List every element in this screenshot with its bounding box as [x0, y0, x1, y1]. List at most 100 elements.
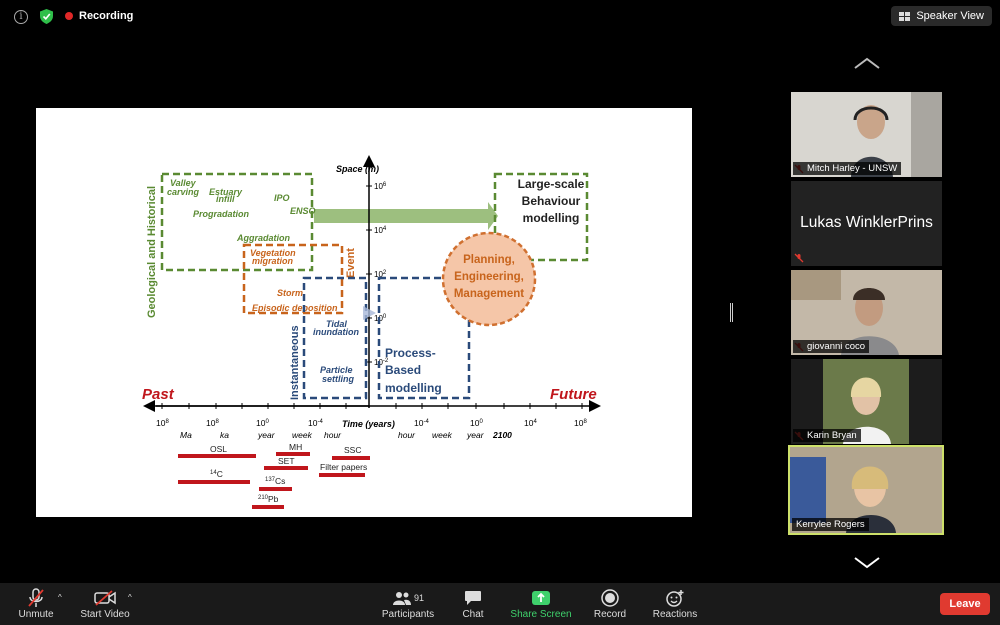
svg-text:Aggradation: Aggradation	[236, 233, 291, 243]
shield-icon[interactable]	[40, 9, 53, 24]
process-based-text: Process- Based modelling	[385, 346, 442, 395]
mic-muted-icon	[28, 588, 44, 607]
svg-text:Filter papers: Filter papers	[320, 462, 367, 472]
svg-text:Storm: Storm	[277, 288, 303, 298]
chat-label: Chat	[462, 609, 484, 620]
svg-text:week: week	[292, 430, 313, 440]
participant-name: Mitch Harley - UNSW	[793, 162, 902, 175]
geological-title: Geological and Historical	[146, 186, 158, 318]
share-screen-button[interactable]: Share Screen	[510, 587, 572, 620]
large-scale-box	[493, 172, 589, 262]
svg-text:Based: Based	[385, 363, 421, 377]
split-view-handle[interactable]	[730, 303, 733, 322]
svg-text:106: 106	[374, 182, 387, 191]
recording-indicator[interactable]: Recording	[65, 10, 133, 22]
svg-text:ka: ka	[220, 430, 229, 440]
info-icon[interactable]: i	[14, 10, 28, 24]
meeting-toolbar: Unmute ^ Start Video ^ 91 Participants C…	[0, 583, 1000, 625]
svg-text:104: 104	[374, 226, 387, 235]
reactions-button[interactable]: Reactions	[652, 587, 698, 620]
svg-text:Tidal: Tidal	[326, 319, 347, 329]
svg-text:carving: carving	[167, 187, 200, 197]
participant-tile[interactable]: Karin Bryan	[791, 359, 942, 444]
leave-button[interactable]: Leave	[940, 593, 990, 615]
svg-text:Progradation: Progradation	[193, 209, 250, 219]
start-video-label: Start Video	[80, 609, 130, 620]
planning-text: Planning, Engineering, Management	[454, 254, 524, 300]
participant-tile[interactable]: Lukas WinklerPrins	[791, 181, 942, 266]
unmute-label: Unmute	[18, 609, 54, 620]
method-labels: OSL 14C MH SET 137Cs 210Pb SSC Filter pa…	[210, 442, 367, 504]
record-label: Record	[593, 609, 627, 620]
svg-text:108: 108	[574, 418, 587, 428]
participants-label: Participants	[381, 609, 435, 620]
svg-text:settling: settling	[322, 374, 355, 384]
svg-text:Episodic deposition: Episodic deposition	[252, 303, 338, 313]
svg-text:Estuary: Estuary	[209, 187, 243, 197]
svg-text:OSL: OSL	[210, 444, 227, 454]
svg-text:IPO: IPO	[274, 193, 290, 203]
svg-text:hour: hour	[324, 430, 342, 440]
scroll-down-chevron-icon[interactable]	[853, 556, 881, 570]
record-button[interactable]: Record	[593, 587, 627, 620]
active-speaker-tile[interactable]: Kerrylee Rogers	[788, 445, 944, 535]
svg-text:Ma: Ma	[180, 430, 192, 440]
speaker-view-button[interactable]: Speaker View	[891, 6, 992, 26]
x-tick-labels: 108 108 100 10-4 10-4 100 104 108	[156, 418, 587, 428]
instantaneous-items: Tidal inundation Particle settling	[313, 319, 359, 384]
large-scale-text: Large-scale Behaviour modelling	[518, 177, 585, 225]
svg-text:modelling: modelling	[385, 381, 442, 395]
svg-text:SSC: SSC	[344, 445, 361, 455]
participant-tile[interactable]: giovanni coco	[791, 270, 942, 355]
space-axis-label: Space (m)	[336, 164, 379, 174]
participants-count: 91	[413, 593, 424, 603]
svg-text:infill: infill	[216, 194, 235, 204]
svg-text:ENSO: ENSO	[290, 206, 316, 216]
record-dot-icon	[65, 12, 73, 20]
svg-text:migration: migration	[252, 256, 294, 266]
svg-text:modelling: modelling	[523, 211, 580, 225]
svg-text:Engineering,: Engineering,	[454, 271, 524, 283]
svg-text:102: 102	[374, 270, 387, 279]
unmute-button[interactable]: Unmute	[16, 587, 56, 620]
svg-text:100: 100	[374, 314, 387, 323]
chat-button[interactable]: Chat	[460, 587, 486, 620]
participant-tile[interactable]: Mitch Harley - UNSW	[791, 92, 942, 177]
geological-box	[160, 172, 314, 272]
speaker-view-label: Speaker View	[916, 10, 984, 22]
record-icon	[601, 589, 619, 607]
audio-options-caret-icon[interactable]: ^	[58, 593, 62, 602]
svg-text:210Pb: 210Pb	[258, 494, 279, 504]
share-screen-label: Share Screen	[510, 609, 572, 620]
reactions-icon	[666, 590, 684, 607]
future-label: Future	[550, 386, 597, 403]
chat-icon	[465, 591, 481, 605]
muted-mic-icon	[794, 253, 804, 263]
svg-text:Behaviour: Behaviour	[522, 194, 581, 208]
origin-marker	[363, 306, 376, 320]
participants-icon	[392, 592, 411, 605]
svg-text:10-4: 10-4	[308, 418, 323, 428]
method-bars	[178, 452, 370, 509]
svg-text:100: 100	[470, 418, 483, 428]
recording-label: Recording	[79, 10, 134, 22]
svg-text:10-4: 10-4	[414, 418, 429, 428]
video-options-caret-icon[interactable]: ^	[128, 593, 132, 602]
scroll-up-chevron-icon[interactable]	[853, 56, 881, 70]
event-title: Event	[345, 248, 357, 278]
time-arrow-body	[314, 209, 490, 223]
instantaneous-title: Instantaneous	[289, 325, 301, 400]
reactions-label: Reactions	[652, 609, 698, 620]
svg-text:Particle: Particle	[320, 365, 353, 375]
svg-text:108: 108	[206, 418, 219, 428]
start-video-button[interactable]: Start Video	[80, 587, 130, 620]
instantaneous-box	[302, 276, 368, 400]
planning-circle	[441, 231, 537, 327]
svg-text:Vegetation: Vegetation	[250, 248, 296, 258]
svg-text:MH: MH	[289, 442, 302, 452]
participant-name: Karin Bryan	[793, 429, 861, 442]
participant-name: giovanni coco	[793, 340, 870, 353]
participants-button[interactable]: 91 Participants	[381, 587, 435, 620]
share-screen-icon	[532, 591, 550, 605]
participant-name: Kerrylee Rogers	[792, 518, 869, 531]
